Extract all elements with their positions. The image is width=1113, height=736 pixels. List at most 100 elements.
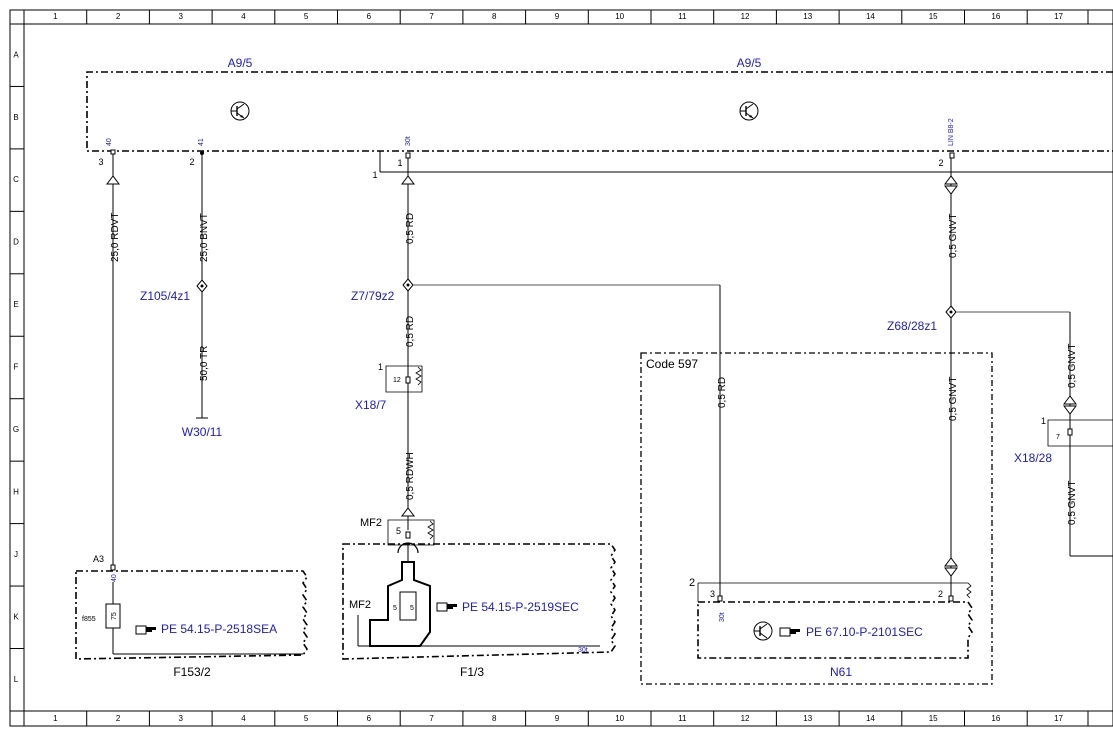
splice-z105-label: Z105/4z1: [140, 289, 190, 303]
column-ruler: 1122334455667788991010111112121313141415…: [23, 10, 1064, 726]
pointing-hand-icon: [436, 602, 457, 612]
row-letter: G: [13, 425, 19, 434]
wire-label-bnvt: 25,0 BNVT: [199, 213, 210, 262]
f13-pin-30t: 30t: [578, 647, 588, 654]
pin-lin-label: LIN B8-2: [948, 118, 955, 146]
fuse-holder-arc: [397, 542, 419, 554]
fuse-value-75: 75: [111, 612, 118, 620]
wire-label-rdvt: 25,0 RDVT: [110, 213, 121, 262]
column-number: 15: [929, 714, 938, 723]
ref-pe-5415-2518: PE 54.15-P-2518SEA: [161, 622, 277, 636]
wire-label-gnvt-4: 0,5 GNVT: [1067, 481, 1078, 525]
column-number: 4: [241, 714, 246, 723]
connector-arrow: [944, 185, 958, 195]
pin-number-1: 1: [397, 158, 402, 168]
wire-label-rd-3: 0,5 RD: [717, 377, 728, 408]
resistor-icon: [427, 520, 434, 540]
n61-module-box: [697, 601, 973, 659]
column-number: 16: [991, 714, 1000, 723]
pointing-hand-icon: [135, 625, 156, 635]
row-letter: K: [13, 612, 19, 621]
wire-label-gnvt-2: 0,5 GNVT: [948, 377, 959, 421]
a95-module-box: [86, 71, 1113, 152]
resistor-icon: [415, 366, 422, 386]
n61-pin-3: 3: [710, 589, 715, 599]
row-letter: L: [14, 675, 19, 684]
column-number: 8: [492, 12, 497, 21]
column-number: 17: [1054, 714, 1063, 723]
column-number: 6: [367, 714, 372, 723]
column-number: 14: [866, 12, 875, 21]
column-number: 14: [866, 714, 875, 723]
pointing-hand-icon: [779, 627, 800, 637]
mf2-label: MF2: [360, 517, 382, 529]
x187-pin: [405, 376, 411, 384]
f1532-module-box: [75, 570, 308, 660]
f13-module-box: [342, 543, 616, 660]
ground-w3011-label: W30/11: [182, 425, 223, 439]
column-number: 6: [367, 12, 372, 21]
x1828-pin-1: 1: [1041, 416, 1046, 426]
row-letter: J: [14, 550, 18, 559]
pin-number-3: 3: [98, 157, 103, 167]
column-number: 13: [803, 714, 812, 723]
x1828-label: X18/28: [1014, 451, 1052, 465]
a3-pin-40-label: 40: [111, 574, 118, 582]
splice-dot: [200, 284, 204, 288]
connector-arrow: [944, 175, 958, 185]
n61-pin-lin: [948, 595, 954, 602]
column-number: 16: [991, 12, 1000, 21]
column-number: 15: [929, 12, 938, 21]
code-597-label: Code 597: [646, 357, 698, 371]
wire-label-gnvt-1: 0,5 GNVT: [948, 214, 959, 258]
connector-arrow: [401, 175, 415, 185]
mf2-connector-box: [387, 519, 435, 546]
connector-arrow: [944, 567, 958, 577]
column-number: 10: [615, 714, 624, 723]
a95-left-label: A9/5: [228, 56, 253, 70]
f13-label: F1/3: [460, 665, 484, 679]
pin-30t: [405, 152, 411, 159]
x1828-connector-box: [1047, 419, 1113, 447]
column-number: 5: [304, 12, 309, 21]
n61-pin-30t-label: 30t: [719, 612, 726, 622]
pin-lin: [949, 152, 955, 159]
transistor-icon: [230, 101, 250, 121]
column-number: 12: [741, 714, 750, 723]
fuse-pin-5: 5: [393, 605, 397, 612]
fuse-pin-5-inner: 5: [410, 605, 414, 612]
wire-label-tr: 50,0 TR: [199, 346, 210, 381]
pin-number-2-right: 2: [938, 158, 943, 168]
a3-label: A3: [93, 554, 104, 564]
column-number: 8: [492, 714, 497, 723]
pin-41: [200, 151, 204, 155]
x1828-pin: [1067, 428, 1073, 436]
n61-pin-30t: [717, 595, 723, 602]
connector-arrow: [1063, 405, 1077, 415]
column-number: 7: [429, 714, 434, 723]
row-letter: B: [13, 113, 18, 122]
wire-label-rdwh: 0,5 RDWH: [405, 452, 416, 500]
column-number: 3: [179, 714, 184, 723]
junction-number-1: 1: [372, 170, 377, 180]
pin-40-label: 40: [106, 138, 113, 146]
ref-pe-5415-2519: PE 54.15-P-2519SEC: [462, 600, 579, 614]
a95-right-label: A9/5: [737, 56, 762, 70]
column-number: 12: [741, 12, 750, 21]
row-letter: C: [13, 175, 19, 184]
column-number: 7: [429, 12, 434, 21]
n61-pin-2-outer: 2: [689, 577, 695, 589]
a3-pin: [110, 564, 116, 571]
fuse-icon: [105, 603, 121, 629]
pin-40: [110, 149, 116, 155]
column-number: 10: [615, 12, 624, 21]
column-number: 5: [304, 714, 309, 723]
code-597-box: [640, 352, 993, 685]
row-letter: A: [13, 50, 19, 59]
x187-pin-1: 1: [378, 362, 383, 372]
x1828-pin-7: 7: [1056, 434, 1060, 441]
mf2-pin: [405, 531, 411, 539]
wire-label-rd-2: 0,5 RD: [405, 316, 416, 347]
